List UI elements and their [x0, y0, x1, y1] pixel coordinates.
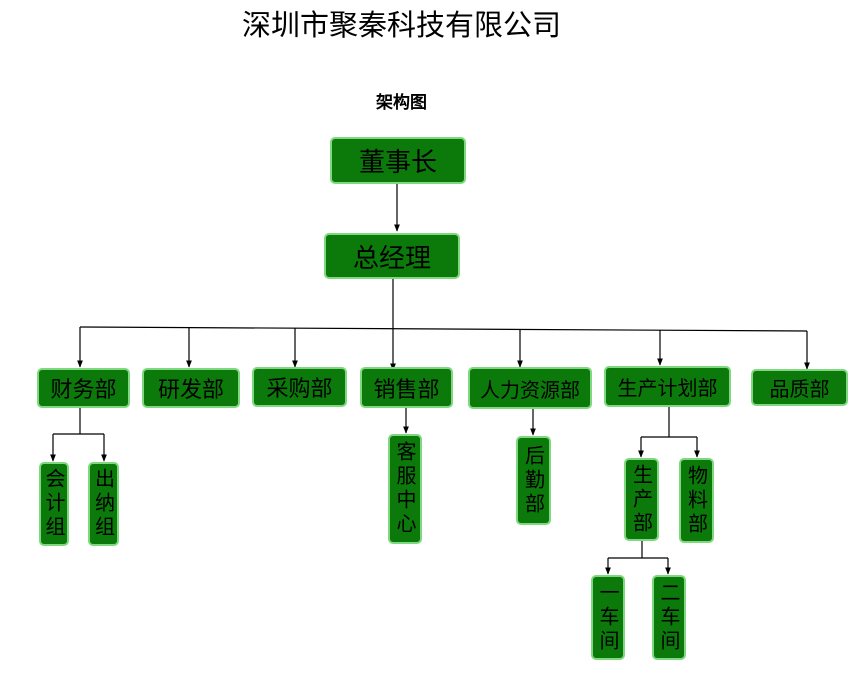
chart-title: 架构图 [376, 93, 427, 113]
node-production: 生产部 [624, 458, 659, 541]
node-workshop-1: 一车间 [591, 575, 625, 660]
node-customer-service: 客服中心 [388, 434, 422, 544]
node-quality: 品质部 [751, 369, 848, 406]
node-production-planning: 生产计划部 [604, 366, 731, 407]
node-accounting-group: 会计组 [39, 462, 69, 546]
node-rnd: 研发部 [142, 368, 240, 408]
node-hr: 人力资源部 [468, 367, 592, 409]
node-finance: 财务部 [37, 368, 130, 408]
node-cashier-group: 出纳组 [88, 462, 119, 546]
node-logistics: 后勤部 [516, 436, 551, 525]
node-chairman: 董事长 [330, 137, 466, 184]
node-sales: 销售部 [360, 367, 453, 408]
node-purchasing: 采购部 [252, 367, 347, 407]
node-workshop-2: 二车间 [652, 575, 686, 660]
node-materials: 物料部 [679, 458, 714, 543]
node-general-manager: 总经理 [324, 233, 460, 279]
connector-dept-bus [79, 326, 808, 332]
company-title: 深圳市聚秦科技有限公司 [241, 8, 561, 42]
